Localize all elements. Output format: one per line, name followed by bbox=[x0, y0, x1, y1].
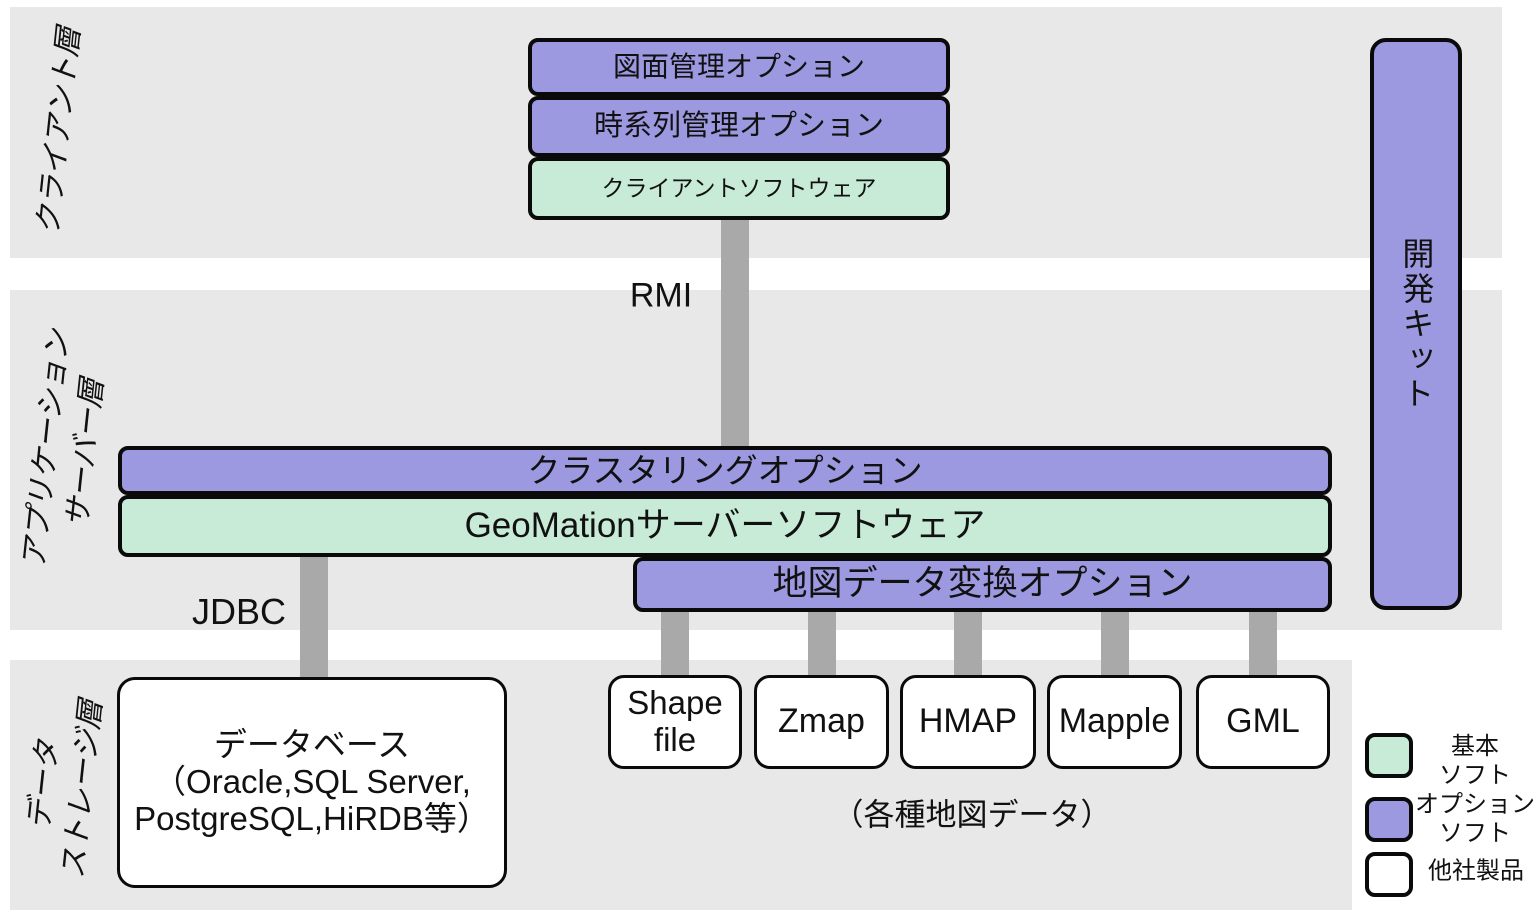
legend-option-software-label: オプション ソフト bbox=[1415, 791, 1535, 847]
clustering-option-box: クラスタリングオプション bbox=[118, 446, 1332, 495]
map-data-caption: （各種地図データ） bbox=[832, 797, 1112, 833]
mapple-box: Mapple bbox=[1047, 675, 1182, 769]
rmi-connector bbox=[721, 218, 749, 448]
database-box: データベース （Oracle,SQL Server, PostgreSQL,Hi… bbox=[117, 677, 507, 888]
zmap-connector bbox=[808, 610, 836, 682]
client-software-box: クライアントソフトウェア bbox=[528, 157, 950, 220]
drawing-management-option-box: 図面管理オプション bbox=[528, 38, 950, 96]
zmap-box: Zmap bbox=[754, 675, 889, 769]
geomation-server-software-box: GeoMationサーバーソフトウェア bbox=[118, 495, 1332, 557]
legend-basic-software-swatch bbox=[1365, 733, 1413, 778]
gml-connector bbox=[1249, 610, 1277, 682]
timeseries-management-option-box: 時系列管理オプション bbox=[528, 96, 950, 157]
jdbc-label: JDBC bbox=[191, 591, 287, 632]
shapefile-connector bbox=[661, 610, 689, 682]
mapple-connector bbox=[1101, 610, 1129, 682]
jdbc-connector bbox=[300, 555, 328, 680]
hmap-connector bbox=[954, 610, 982, 682]
legend-option-software-swatch bbox=[1365, 797, 1413, 842]
dev-kit-box: 開発キット bbox=[1370, 38, 1462, 610]
gml-box: GML bbox=[1196, 675, 1330, 769]
legend-basic-software-label: 基本 ソフト bbox=[1439, 733, 1511, 789]
legend-third-party-swatch bbox=[1365, 852, 1413, 897]
hmap-box: HMAP bbox=[900, 675, 1036, 769]
map-data-conversion-option-box: 地図データ変換オプション bbox=[633, 557, 1332, 612]
rmi-label: RMI bbox=[629, 276, 693, 315]
shapefile-box: Shape file bbox=[608, 675, 742, 769]
legend-third-party-label: 他社製品 bbox=[1428, 857, 1524, 885]
dev-kit-label: 開発キット bbox=[1398, 236, 1435, 412]
